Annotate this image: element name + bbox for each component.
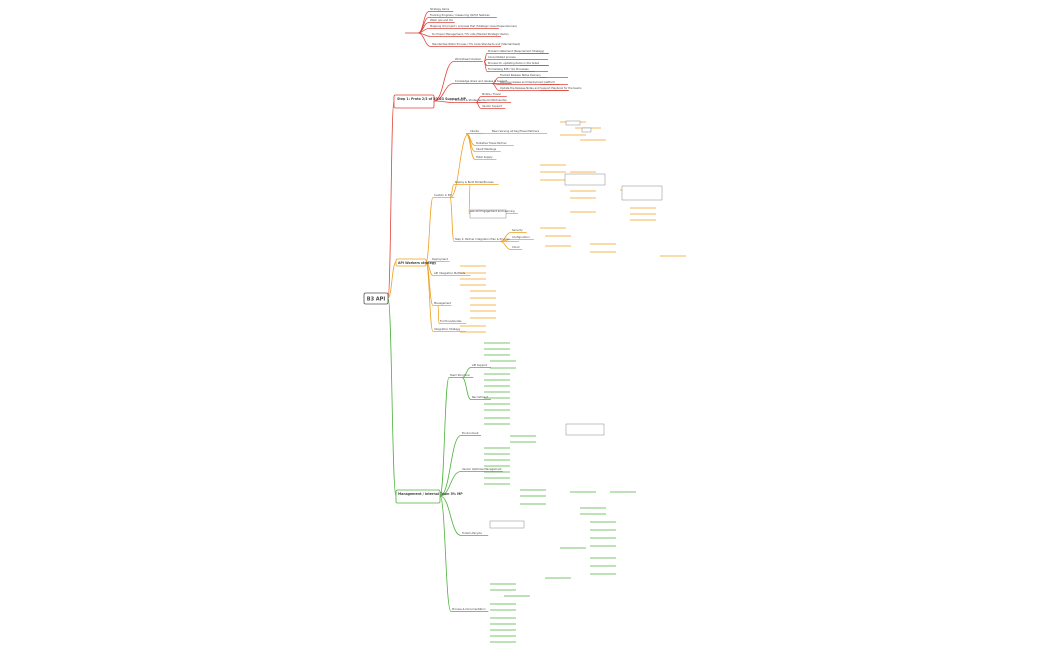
edge: [468, 184, 471, 214]
edge: [387, 100, 395, 299]
node-label[interactable]: Security: [512, 228, 523, 232]
node-label[interactable]: Strategy items: [430, 7, 450, 11]
node-box: [469, 209, 507, 219]
node-box: [581, 127, 592, 133]
node-label[interactable]: Management: [434, 301, 451, 305]
node-label[interactable]: Hotel Supply: [476, 155, 493, 159]
node-label[interactable]: Tentative Travel Partner: [476, 141, 508, 145]
node-label[interactable]: Process & Documentation: [452, 607, 486, 611]
edge: [433, 61, 455, 102]
node-label[interactable]: Cloud: [512, 245, 520, 249]
node-label[interactable]: API Support: [472, 363, 487, 367]
node-label[interactable]: Mobile / Travel: [482, 92, 501, 96]
edge: [449, 197, 455, 242]
node-label[interactable]: API Integration Methods: [434, 271, 466, 275]
edge: [465, 133, 476, 152]
node-box: [565, 423, 605, 436]
edge: [417, 32, 432, 47]
node-label[interactable]: Clients: [470, 129, 480, 133]
edge: [499, 241, 512, 250]
node-label[interactable]: Do Proper Management / 5% rate (Marked S…: [432, 32, 509, 36]
node-label[interactable]: Step 2: Partner Integration Plan & Proce…: [455, 237, 510, 241]
edge: [439, 471, 462, 497]
node-label[interactable]: Mapping Q4 project / proposal that (Stra…: [430, 24, 517, 28]
node-label[interactable]: Ticket Lifecycle: [462, 531, 482, 535]
edge: [439, 495, 452, 612]
branch-label-api-workers: API Workers strategy: [398, 261, 437, 265]
edge: [491, 83, 500, 91]
node-label[interactable]: Configuration: [512, 235, 530, 239]
node-label[interactable]: Vendor Optimise Management: [462, 467, 501, 471]
edge: [425, 261, 434, 332]
node-label[interactable]: Product & Strategies: [455, 98, 482, 102]
node-label[interactable]: Standardise Wider Process / 5% Code Stan…: [432, 42, 520, 46]
node-label[interactable]: Deployment: [432, 257, 448, 261]
edge: [461, 377, 472, 400]
root-node[interactable]: B3 API: [363, 292, 389, 305]
edge: [483, 61, 488, 72]
node-label[interactable]: Full Docs/Guides: [440, 319, 462, 323]
node-label[interactable]: Vendor/Partnership: [482, 98, 507, 102]
edge: [387, 261, 397, 299]
edge: [439, 435, 462, 497]
node-label[interactable]: Formalising E2E / QA Processes: [488, 67, 529, 71]
node-label[interactable]: Get API Engagement and Learning: [470, 209, 515, 213]
edge: [433, 83, 455, 102]
branch-node-management[interactable]: Management / internal Team 5% MP: [395, 489, 463, 504]
edge: [461, 367, 472, 378]
node-label[interactable]: Process for updating items in the ticket: [488, 61, 539, 65]
edge: [433, 100, 455, 103]
node-box: [564, 173, 606, 186]
node-label[interactable]: Update the Release Notes and Support Pla…: [500, 86, 582, 90]
node-label[interactable]: Improve release and Deployment platform: [500, 80, 556, 84]
node-label[interactable]: Wash ups and Q4: [430, 18, 453, 22]
edge: [425, 197, 434, 263]
edge: [387, 297, 397, 497]
branch-label-step1: Step 1: Proto 2/3 of B3 SG Support MP: [397, 97, 467, 101]
node-label[interactable]: Workstream Kanban: [455, 57, 482, 61]
node-label[interactable]: Custom in B3: [434, 193, 452, 197]
node-label[interactable]: Knowledge share and release & Support: [455, 79, 507, 83]
node-label[interactable]: Recruitment: [472, 395, 488, 399]
branch-label-management: Management / internal Team 5% MP: [398, 492, 463, 496]
node-box: [489, 520, 525, 529]
node-label[interactable]: Environment: [462, 431, 479, 435]
edge: [439, 377, 450, 497]
mindmap-edges: [387, 11, 686, 643]
node-label[interactable]: Vendor Support: [482, 104, 502, 108]
node-box: [565, 120, 581, 126]
node-label[interactable]: Been Serving All Key/Travel Partners: [492, 129, 540, 133]
node-label[interactable]: Consolidated process: [488, 55, 516, 59]
branch-node-step1[interactable]: Step 1: Proto 2/3 of B3 SG Support MP: [393, 94, 467, 109]
branch-node-api-workers[interactable]: API Workers strategy: [395, 258, 437, 267]
edge: [439, 495, 462, 536]
node-label[interactable]: Team Structure: [450, 373, 470, 377]
edge: [417, 22, 430, 34]
node-label[interactable]: Tracking Progress / measuring Q2/Q3 feat…: [430, 13, 490, 17]
edge: [417, 11, 430, 34]
node-label[interactable]: Tracked Release Notes Delivery: [500, 73, 541, 77]
edge: [449, 184, 455, 198]
node-label[interactable]: Integration Strategy: [434, 327, 461, 331]
node-label[interactable]: Client Meetings: [476, 147, 497, 151]
node-box: [621, 185, 663, 201]
node-label[interactable]: Problem statement (Requirement Strategy): [488, 49, 544, 53]
edge: [475, 102, 482, 109]
edge: [449, 133, 470, 198]
root-label: B3 API: [367, 297, 386, 303]
edge: [437, 305, 440, 324]
edge: [465, 133, 476, 160]
node-label[interactable]: Deploy & Build Model/Process: [455, 180, 494, 184]
